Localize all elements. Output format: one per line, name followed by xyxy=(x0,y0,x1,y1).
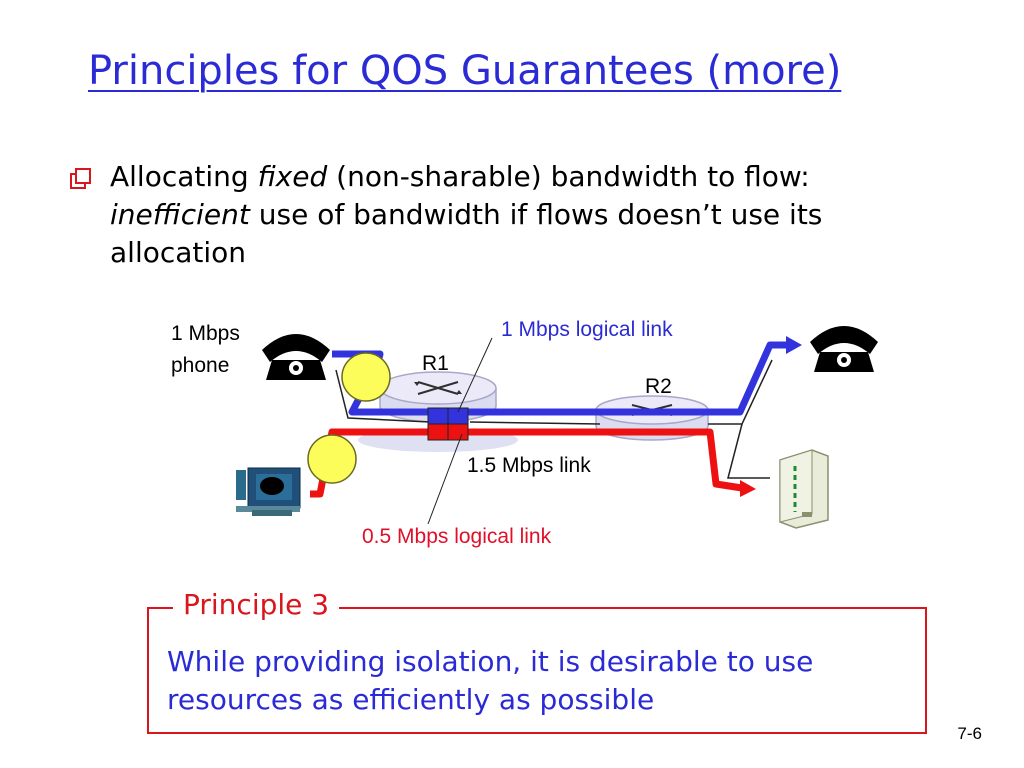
physical-link-line xyxy=(727,423,770,479)
physical-link-line xyxy=(469,421,601,425)
bullet-emphasis-fixed: fixed xyxy=(257,160,328,193)
router-r1-label: R1 xyxy=(422,352,449,375)
physical-link-label: 1.5 Mbps link xyxy=(467,454,591,477)
slide-title: Principles for QOS Guarantees (more) xyxy=(88,48,842,94)
red-flow-path xyxy=(310,428,743,498)
slide-number: 7-6 xyxy=(957,724,982,743)
server-icon xyxy=(779,449,829,529)
principle-text: While providing isolation, it is desirab… xyxy=(167,645,814,716)
telephone-icon xyxy=(262,334,330,380)
bullet-emphasis-inefficient: inefficient xyxy=(110,198,250,231)
bullet-text-part: (non-sharable) bandwidth to flow: xyxy=(327,160,810,193)
label-pointer-line xyxy=(457,337,493,413)
phone-label-line2: phone xyxy=(171,354,229,377)
logical-link-1mbps-label: 1 Mbps logical link xyxy=(501,318,673,341)
bullet-text-part: use of bandwidth if flows doesn’t use it… xyxy=(110,198,823,269)
physical-link-line xyxy=(335,369,431,423)
principle-box: Principle 3 While providing isolation, i… xyxy=(147,587,927,734)
traffic-regulator xyxy=(341,352,391,402)
bullet-text: Allocating fixed (non-sharable) bandwidt… xyxy=(110,158,950,272)
label-pointer-line xyxy=(427,433,463,525)
logical-link-05mbps-label: 0.5 Mbps logical link xyxy=(362,525,552,548)
traffic-regulator xyxy=(307,434,357,484)
principle-title: Principle 3 xyxy=(173,587,340,623)
red-flow-arrowhead xyxy=(740,480,756,497)
bullet-text-part: Allocating xyxy=(110,160,258,193)
blue-flow-arrowhead xyxy=(786,336,802,354)
computer-icon xyxy=(236,467,301,516)
hollow-square-bullet-icon xyxy=(70,168,91,189)
phone-label-line1: 1 Mbps xyxy=(171,322,240,345)
telephone-icon xyxy=(810,326,878,372)
bullet-block: Allocating fixed (non-sharable) bandwidt… xyxy=(70,158,950,272)
router-r2-label: R2 xyxy=(645,375,672,398)
blue-flow-path xyxy=(332,341,790,416)
